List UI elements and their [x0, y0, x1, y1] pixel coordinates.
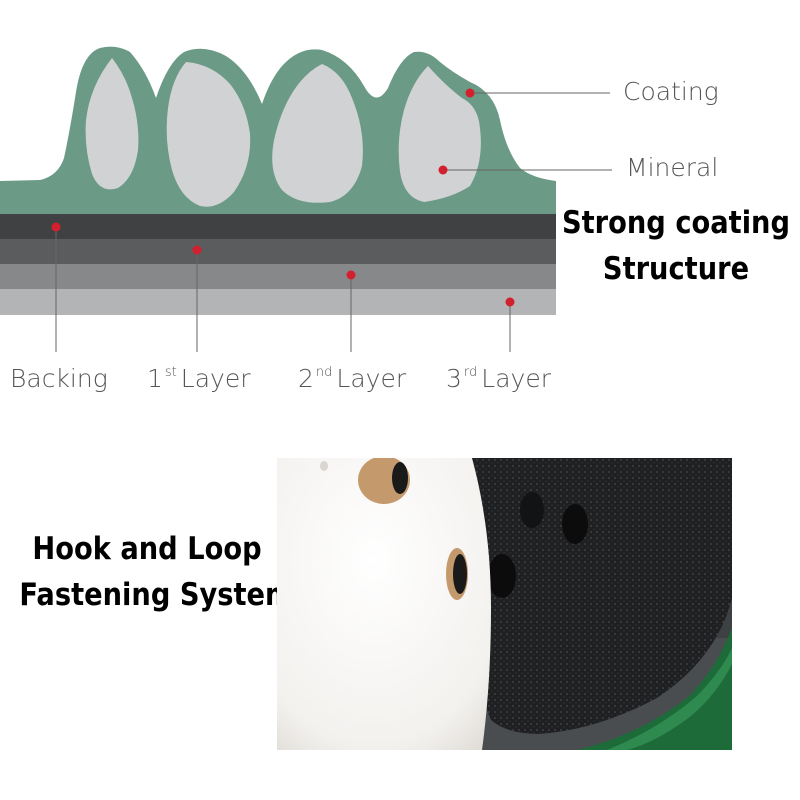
mineral-grain [85, 58, 139, 190]
third-layer-number: 3 [446, 364, 462, 393]
coating-marker [465, 88, 475, 98]
structure-headline-line2: Structure [602, 251, 750, 287]
mineral-grain [398, 66, 481, 202]
mineral-label: Mineral [626, 153, 719, 182]
structure-headline: Strong coating Structure [562, 200, 791, 292]
hook-loop-headline: Hook and Loop Fastening System [19, 526, 294, 618]
first-layer-number: 1 [147, 364, 163, 393]
disc-hole [392, 462, 408, 494]
coating-label: Coating [623, 77, 719, 106]
third-layer-suffix: rd [463, 365, 478, 380]
hook-loop-photo [277, 458, 732, 750]
sander-housing [577, 628, 732, 750]
first-layer-marker [192, 245, 202, 255]
pad-hole [562, 504, 588, 544]
sanding-disc [277, 458, 491, 750]
second-layer-word: Layer [336, 364, 407, 393]
second-layer-marker [346, 270, 356, 280]
backing-label: Backing [10, 364, 108, 393]
second-layer-suffix: nd [315, 365, 333, 380]
hook-loop-backing-pad [471, 458, 732, 734]
structure-headline-line1: Strong coating [561, 205, 791, 241]
mineral-grain [272, 64, 363, 203]
disc-hole [453, 554, 467, 594]
mineral-grain [166, 62, 251, 207]
abrasive-structure-diagram [0, 46, 612, 352]
sander-housing-highlight [607, 648, 732, 750]
hook-loop-headline-line2: Fastening System [19, 577, 294, 613]
disc-hole-small [320, 461, 328, 471]
second-layer-number: 2 [298, 364, 314, 393]
mineral-marker [438, 165, 448, 175]
pad-screw-icon [520, 492, 544, 528]
third-layer-marker [505, 297, 515, 307]
second-layer-band [0, 264, 556, 289]
third-layer-word: Layer [481, 364, 551, 393]
backing-marker [51, 222, 61, 232]
first-layer-suffix: st [164, 365, 177, 380]
pad-hole [488, 554, 516, 598]
backing-band [0, 214, 556, 239]
first-layer-band [0, 239, 556, 264]
first-layer-word: Layer [180, 364, 251, 393]
hook-loop-headline-line1: Hook and Loop [32, 531, 262, 567]
third-layer-band [0, 289, 556, 315]
